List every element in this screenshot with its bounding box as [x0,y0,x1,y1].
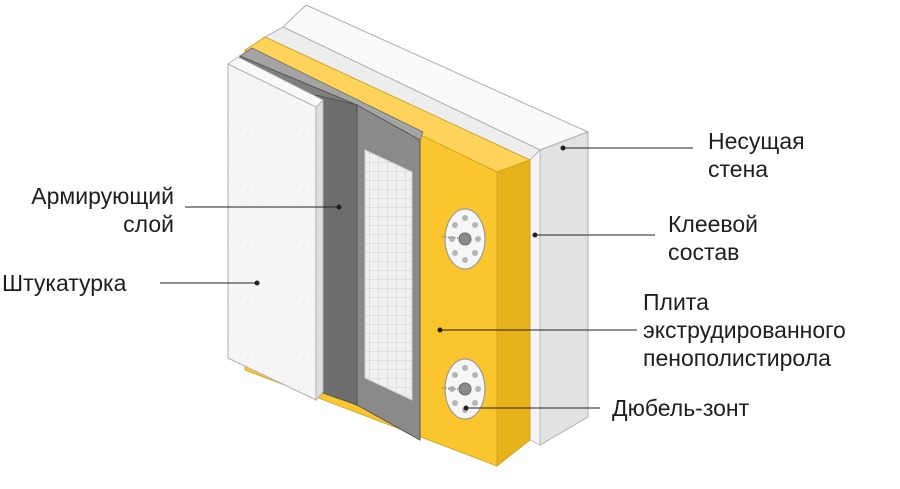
leader-reinforcing [185,204,342,210]
label-line: стена [708,156,769,182]
label-line: Клеевой [668,211,759,237]
label-umbrella-dowel: Дюбель-зонт [612,394,749,422]
leader-plaster [160,280,260,286]
label-line: Штукатурка [2,270,127,296]
leader-dowel [463,405,600,411]
label-reinforcing-layer: Армирующий слой [2,182,174,238]
label-line: состав [668,239,740,265]
leader-adhesive [532,232,655,238]
plaster-layer [227,56,324,402]
label-plaster: Штукатурка [2,269,126,297]
load-bearing-wall [282,4,590,446]
label-line: слой [123,211,174,237]
label-load-bearing-wall: Несущая стена [708,127,805,183]
label-adhesive: Клеевой состав [668,210,758,266]
label-line: Несущая [708,128,805,154]
label-xps-board: Плита экструдированного пенополистирола [643,288,846,372]
leader-wall [560,145,693,151]
label-line: экструдированного [643,317,846,343]
label-line: Дюбель-зонт [612,395,750,421]
label-line: Плита [643,289,709,315]
dowel-upper [441,208,486,270]
label-line: Армирующий [31,183,174,209]
leader-xps [437,327,637,333]
label-line: пенополистирола [643,345,831,371]
